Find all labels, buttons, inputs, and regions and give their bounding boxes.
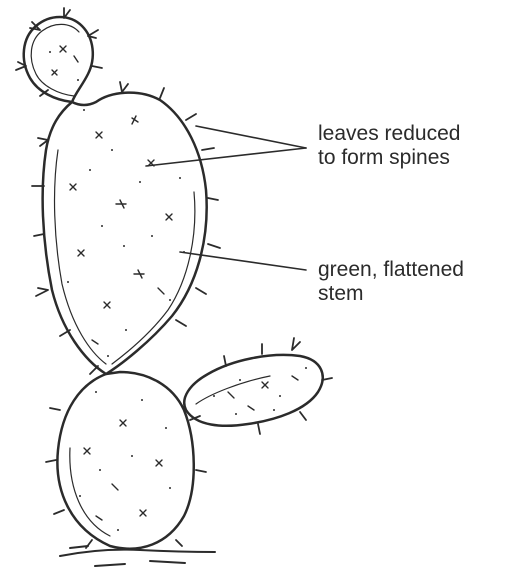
label-spines-line-1: leaves reduced [318,122,460,146]
label-stem-line-1: green, flattened [318,258,464,282]
spines [16,8,332,548]
leader-line-spines-upper [196,126,306,148]
label-stem-line-2: stem [318,282,464,306]
label-green-flattened-stem: green, flattened stem [318,258,464,306]
bottom-pad [57,372,193,549]
top-small-pad [24,17,93,102]
label-spines-line-2: to form spines [318,146,460,170]
label-leaves-reduced-to-form-spines: leaves reduced to form spines [318,122,460,170]
leader-lines [146,126,306,270]
areoles [52,46,298,520]
leader-line-spines-lower [146,148,306,166]
